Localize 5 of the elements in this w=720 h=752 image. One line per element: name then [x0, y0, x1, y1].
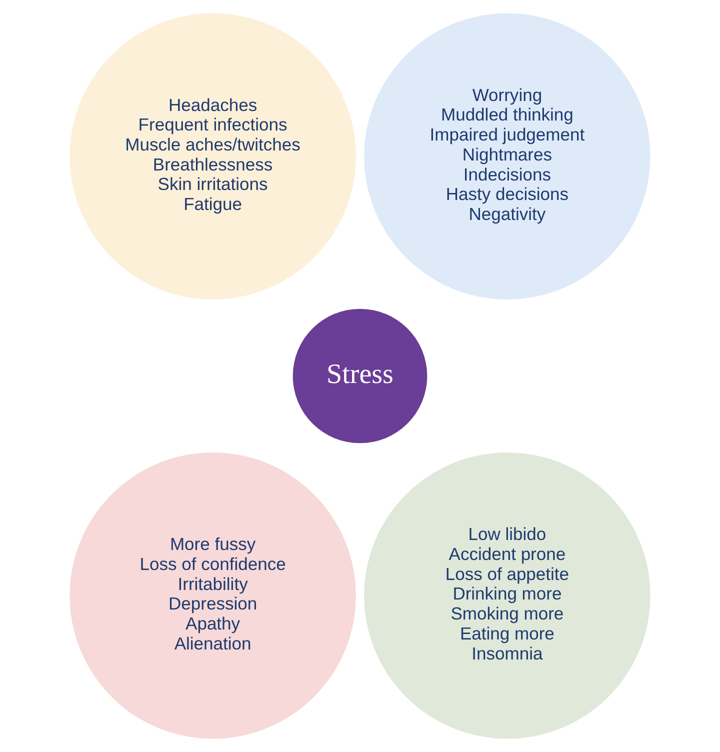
node-circle: Headaches Frequent infections Muscle aches/twitches Breathlessness Skin irritations Fatigue	[70, 13, 356, 300]
node-circle: Stress	[292, 308, 428, 444]
node-circle: Low libido Accident prone Loss of appetite Drinking more Smoking more Eating more Insomnia	[364, 452, 650, 739]
node-circle: Worrying Muddled thinking Impaired judgement Nightmares Indecisions Hasty decisions Negativity	[364, 13, 650, 300]
node-circle: More fussy Loss of confidence Irritability Depression Apathy Alienation	[70, 452, 356, 739]
